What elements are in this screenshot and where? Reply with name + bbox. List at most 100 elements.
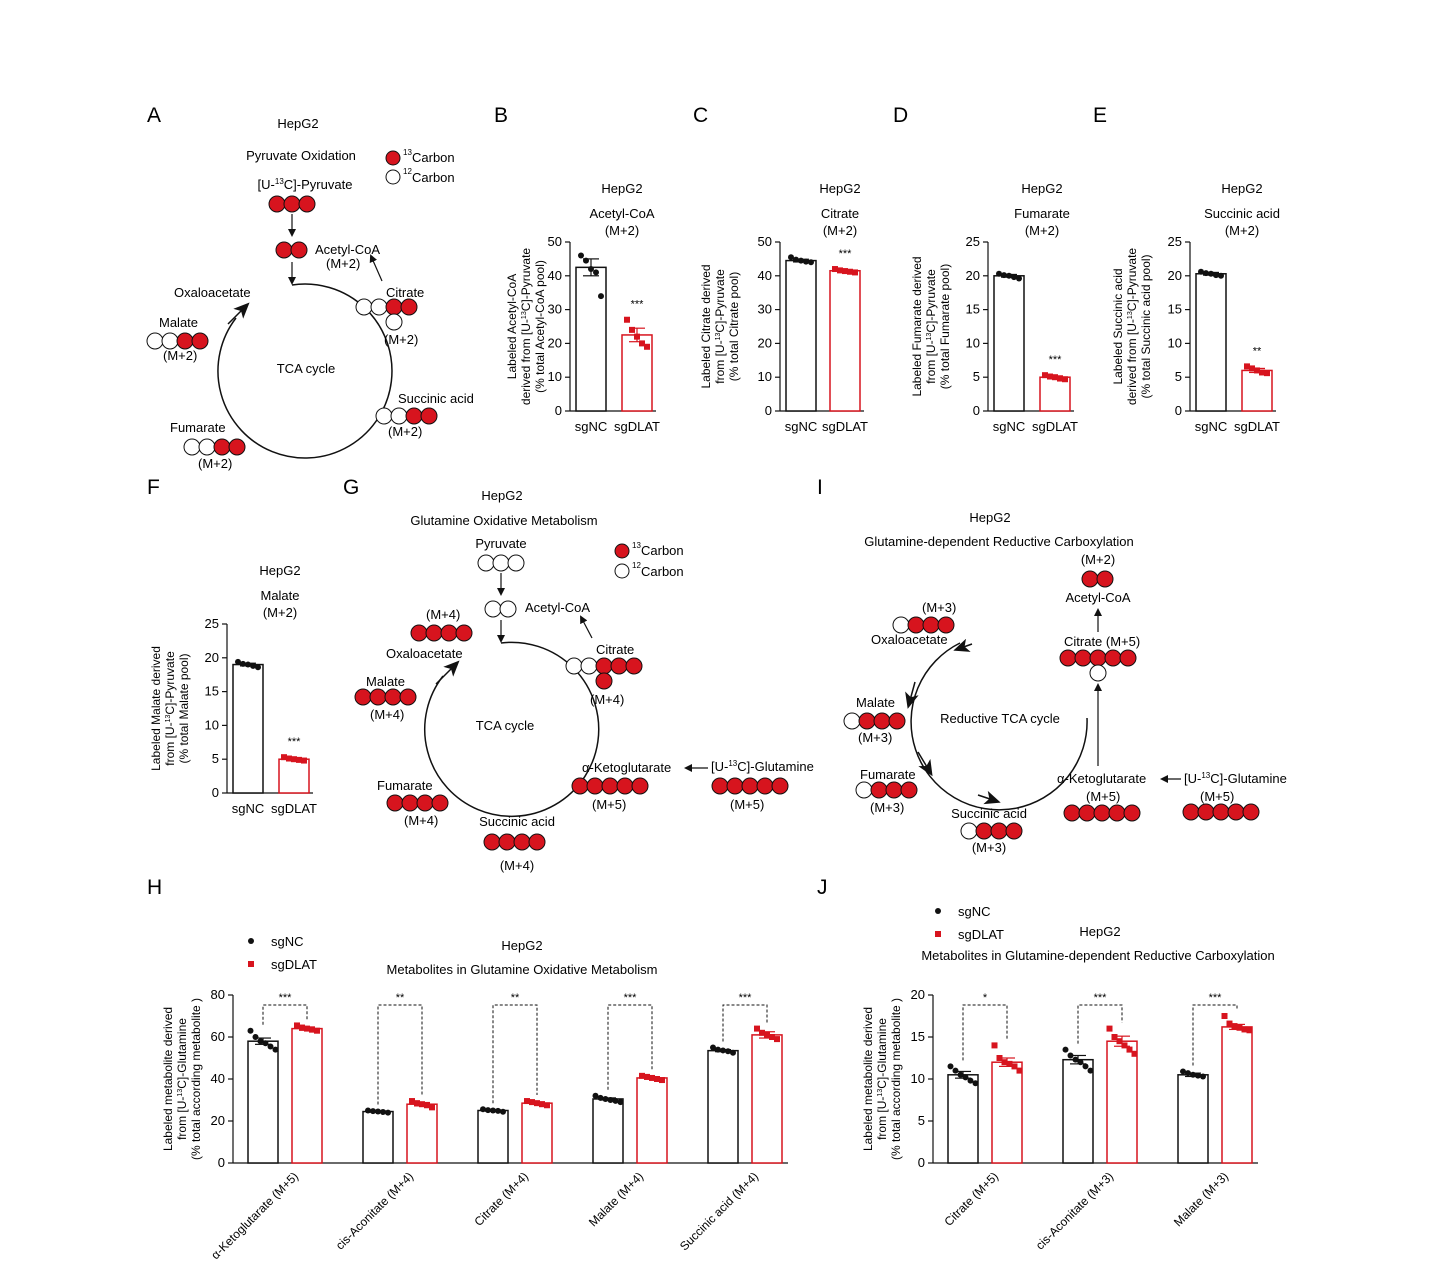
data-point [607, 1097, 614, 1103]
y-tick-label: 5 [973, 369, 980, 384]
data-point [1249, 365, 1255, 372]
y-tick-label: 40 [758, 268, 772, 283]
g-cycle-label: TCA cycle [476, 718, 535, 733]
data-point [593, 269, 599, 276]
i-acetyl-label: Acetyl-CoA [1065, 590, 1130, 605]
data-point [1190, 1071, 1196, 1078]
legend-13-sup: 13 [403, 148, 412, 157]
i-malate-label: Malate [856, 695, 895, 710]
y-tick-label: 15 [966, 302, 980, 317]
data-point [852, 269, 858, 276]
panel-a-diagram: HepG2 Pyruvate Oxidation 13 Carbon 12 Ca… [146, 116, 474, 471]
y-tick-label: 10 [1168, 335, 1182, 350]
g-oxa-carbons [410, 624, 473, 642]
y-axis-label-line: derived from [U-13C]-Pyruvate [1125, 248, 1139, 406]
x-tick-label: sgDLAT [1032, 419, 1078, 434]
data-point [1226, 1020, 1233, 1027]
y-axis-label-line: Labeled metabolite derived [161, 1007, 175, 1151]
data-point [1218, 272, 1224, 279]
bar [278, 758, 310, 794]
data-point [1001, 272, 1007, 279]
significance-label: *** [739, 992, 753, 1004]
legend-g-13-label: Carbon [641, 543, 684, 558]
bar [247, 1040, 279, 1164]
panel-letter-f: F [147, 476, 160, 499]
i-akg-mlabel: (M+5) [1086, 789, 1120, 804]
data-point [1042, 372, 1048, 379]
legend-g-12carbon: 12 Carbon [614, 561, 684, 579]
data-point [245, 661, 251, 668]
i-gln-label: [U-13C]-Glutamine [1184, 771, 1287, 786]
data-point [654, 1076, 660, 1082]
citrate-label: Citrate [386, 285, 424, 300]
y-tick-label: 30 [548, 302, 562, 317]
bar [991, 1061, 1023, 1164]
data-point [414, 1100, 420, 1107]
g-gln-carbons [711, 777, 789, 795]
chart-subtitle-2: (M+2) [823, 223, 857, 238]
data-point [299, 1024, 305, 1031]
data-point [240, 660, 246, 667]
bar [751, 1034, 783, 1164]
data-point [235, 658, 241, 665]
x-tick-label: cis-Aconitate (M+4) [333, 1169, 416, 1252]
fumarate-carbons [183, 438, 246, 456]
data-point [1246, 1027, 1253, 1034]
data-point [1264, 370, 1270, 377]
y-tick-label: 20 [548, 335, 562, 350]
data-point [500, 1108, 506, 1115]
data-point [304, 1025, 310, 1032]
bar [1062, 1058, 1094, 1164]
data-point [257, 1038, 264, 1045]
g-oxa-mlabel: (M+4) [426, 607, 460, 622]
data-point [996, 270, 1002, 277]
i-oxa-carbons [892, 616, 955, 634]
data-point [1072, 1056, 1079, 1063]
data-point [629, 326, 635, 333]
data-point [578, 252, 584, 259]
y-axis-label-line: (% total Fumarate pool) [938, 264, 952, 389]
legend-label-sgnc: sgNC [958, 904, 991, 919]
y-tick-label: 20 [205, 650, 219, 665]
data-point [539, 1101, 545, 1108]
legend-g-13-sup: 13 [632, 541, 641, 550]
i-fumarate-carbons [855, 781, 918, 799]
data-point [769, 1034, 775, 1040]
g-malate-carbons [354, 688, 417, 706]
bar [232, 663, 264, 794]
data-point [1016, 1067, 1023, 1074]
i-citrate-carbons [1059, 649, 1137, 682]
data-point [1111, 1034, 1118, 1040]
bar [291, 1027, 323, 1164]
citrate-carbons [355, 298, 418, 331]
bar [707, 1049, 739, 1164]
y-axis-label-line: Labeled Acetyl-CoA [505, 274, 519, 379]
y-axis-label-line: from [U-13C]-Glutamine [175, 1018, 189, 1140]
panel-letter-g: G [343, 476, 359, 499]
data-point [1131, 1050, 1138, 1057]
legend-marker-sgnc [248, 938, 254, 944]
citrate-mlabel: (M+2) [384, 332, 418, 347]
y-tick-label: 5 [212, 751, 219, 766]
data-point [1057, 375, 1063, 382]
chart-subtitle: Metabolites in Glutamine Oxidative Metab… [387, 962, 658, 977]
significance-label: *** [279, 992, 293, 1004]
y-tick-label: 10 [911, 1071, 925, 1086]
pyruvate-label: [U-13C]-Pyruvate [258, 177, 353, 192]
bar [993, 275, 1025, 412]
panel-letters: A B C D E F G I H J [147, 104, 1107, 899]
panel-a-subtitle: Pyruvate Oxidation [246, 148, 356, 163]
legend-label-sgdlat: sgDLAT [271, 957, 317, 972]
i-gln-carbons [1182, 803, 1260, 821]
i-gln-mlabel: (M+5) [1200, 789, 1234, 804]
x-tick-label: sgNC [232, 801, 265, 816]
y-tick-label: 0 [218, 1155, 225, 1170]
bar [947, 1074, 979, 1164]
i-succinic-mlabel: (M+3) [972, 840, 1006, 855]
data-point [644, 1073, 650, 1080]
chart-title: HepG2 [601, 181, 642, 196]
i-citrate-label: Citrate (M+5) [1064, 634, 1140, 649]
significance-label: ** [1253, 345, 1262, 357]
